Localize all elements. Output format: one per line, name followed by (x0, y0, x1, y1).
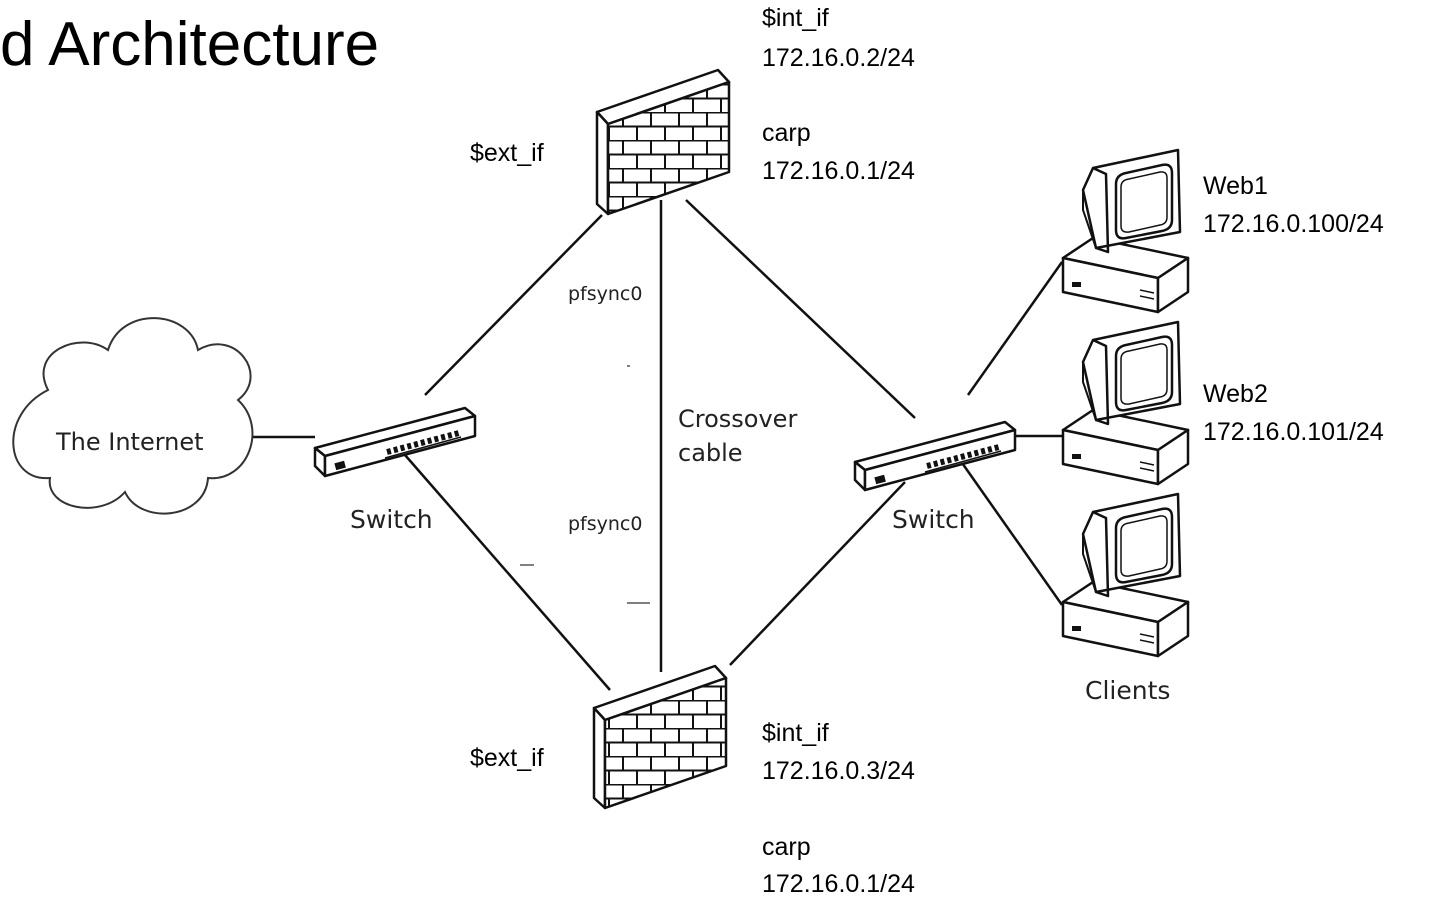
right-switch-label: Switch (892, 505, 975, 534)
stray-marks (520, 366, 650, 603)
pfsync-top-label: pfsync0 (568, 283, 642, 305)
top-ext-if-label: $ext_if (470, 135, 544, 171)
web1-ip: 172.16.0.100/24 (1203, 206, 1384, 242)
top-carp-ip: 172.16.0.1/24 (762, 153, 915, 189)
bottom-carp-label: carp (762, 829, 811, 865)
top-firewall-icon (597, 70, 729, 214)
bottom-firewall-icon (594, 666, 726, 808)
left-switch-label: Switch (350, 505, 433, 534)
top-carp-label: carp (762, 115, 811, 151)
bottom-int-if-label: $int_if (762, 715, 829, 751)
crossover-label-line2: cable (678, 439, 743, 467)
bottom-ext-if-label: $ext_if (470, 740, 544, 776)
clients-label: Clients (1085, 676, 1170, 705)
client-computer-icon (1063, 494, 1188, 656)
web1-name: Web1 (1203, 168, 1268, 204)
bottom-int-ip: 172.16.0.3/24 (762, 753, 915, 789)
internet-label: The Internet (56, 428, 204, 456)
web1-computer-icon (1063, 150, 1188, 312)
top-int-ip: 172.16.0.2/24 (762, 40, 915, 76)
web2-computer-icon (1063, 322, 1188, 484)
top-int-if-label: $int_if (762, 0, 829, 36)
pfsync-bottom-label: pfsync0 (568, 513, 642, 535)
internet-cloud-icon (13, 318, 252, 513)
page-title: d Architecture (0, 14, 379, 76)
bottom-carp-ip: 172.16.0.1/24 (762, 866, 915, 902)
left-switch-icon (315, 408, 475, 476)
web2-ip: 172.16.0.101/24 (1203, 414, 1384, 450)
crossover-label-line1: Crossover (678, 405, 797, 433)
web2-name: Web2 (1203, 376, 1268, 412)
right-switch-icon (855, 422, 1015, 490)
